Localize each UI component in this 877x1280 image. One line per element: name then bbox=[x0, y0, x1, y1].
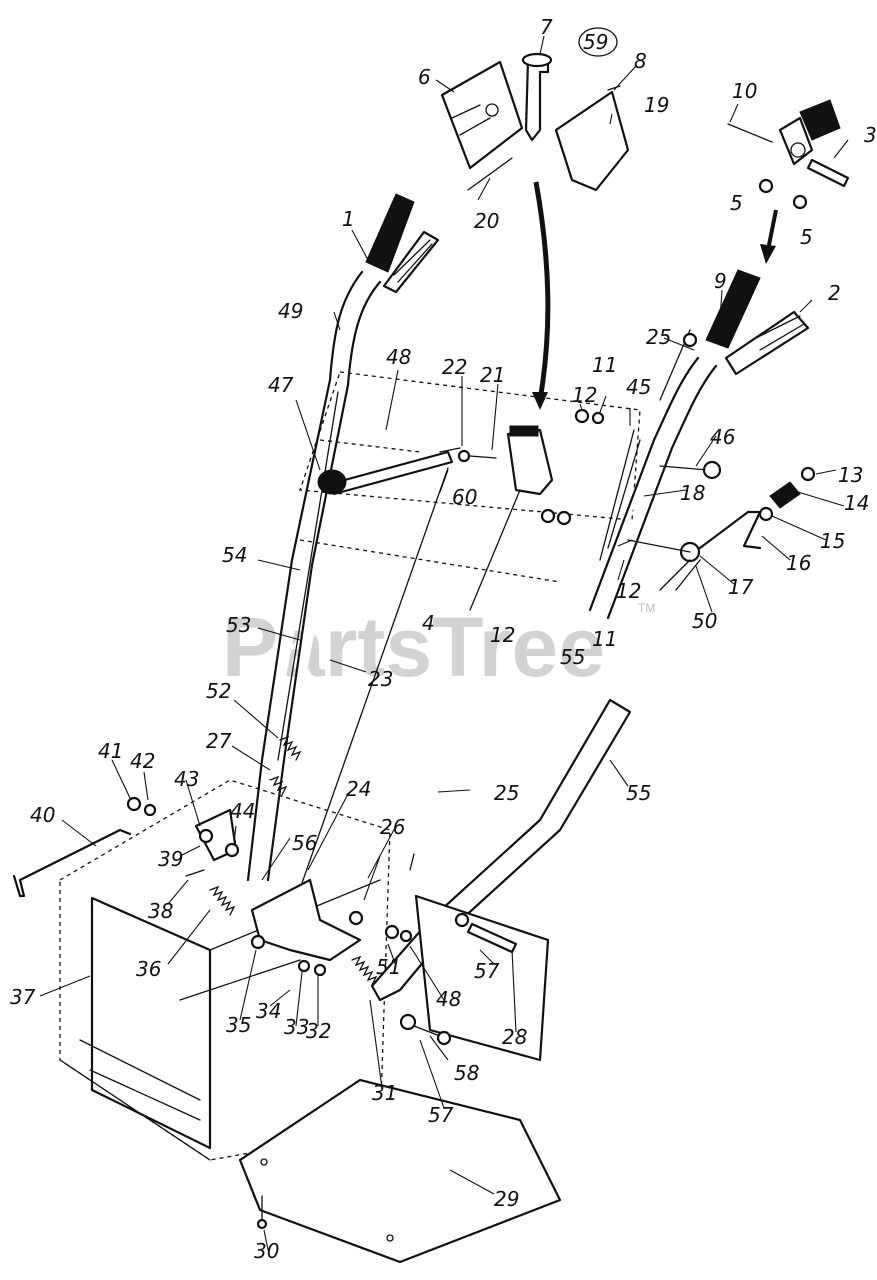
callout-54: 54 bbox=[222, 543, 247, 567]
callout-11a: 11 bbox=[592, 353, 617, 377]
callout-56: 56 bbox=[292, 831, 317, 855]
leader-lines bbox=[39, 35, 849, 1251]
callout-25a: 25 bbox=[646, 325, 671, 349]
callout-8: 8 bbox=[634, 49, 647, 73]
callout-17: 17 bbox=[728, 575, 754, 599]
left-handle bbox=[246, 193, 440, 882]
callout-22: 22 bbox=[442, 355, 467, 379]
rod-23 bbox=[295, 467, 449, 901]
callout-7: 7 bbox=[540, 15, 553, 39]
callout-40: 40 bbox=[30, 803, 55, 827]
callout-31: 31 bbox=[372, 1081, 397, 1105]
callout-50: 50 bbox=[692, 609, 717, 633]
callout-5a: 5 bbox=[730, 191, 743, 215]
rod-45 bbox=[599, 429, 635, 561]
callout-24: 24 bbox=[346, 777, 371, 801]
callout-43: 43 bbox=[174, 767, 199, 791]
shift-lever bbox=[317, 447, 461, 496]
callout-57b: 57 bbox=[428, 1103, 454, 1127]
callout-53: 53 bbox=[226, 613, 251, 637]
callout-15: 15 bbox=[820, 529, 845, 553]
callout-42: 42 bbox=[130, 749, 155, 773]
callout-32: 32 bbox=[306, 1019, 331, 1043]
callout-38: 38 bbox=[148, 899, 173, 923]
callout-29: 29 bbox=[494, 1187, 519, 1211]
callout-26: 26 bbox=[380, 815, 405, 839]
callout-46: 46 bbox=[710, 425, 735, 449]
callout-12b: 12 bbox=[490, 623, 515, 647]
watermark-tm: TM bbox=[638, 601, 655, 615]
callout-49: 49 bbox=[278, 299, 303, 323]
callout-33: 33 bbox=[284, 1015, 309, 1039]
assembly-arrow-left bbox=[533, 181, 551, 401]
callout-45: 45 bbox=[626, 375, 651, 399]
callout-14: 14 bbox=[844, 491, 869, 515]
rod-53 bbox=[277, 391, 339, 761]
callout-20: 20 bbox=[474, 209, 499, 233]
callout-36: 36 bbox=[136, 957, 161, 981]
rod-18 bbox=[607, 439, 641, 549]
right-handle bbox=[588, 269, 810, 620]
callout-55b: 55 bbox=[626, 781, 651, 805]
callout-19: 19 bbox=[644, 93, 669, 117]
callout-60: 60 bbox=[452, 485, 477, 509]
right-hardware bbox=[540, 408, 816, 591]
base-plate-29 bbox=[238, 1078, 562, 1264]
callout-10: 10 bbox=[732, 79, 757, 103]
callout-41: 41 bbox=[98, 739, 123, 763]
callout-39: 39 bbox=[158, 847, 183, 871]
callout-27: 27 bbox=[206, 729, 232, 753]
callout-55a: 55 bbox=[560, 645, 585, 669]
callout-28: 28 bbox=[502, 1025, 527, 1049]
callout-13: 13 bbox=[838, 463, 863, 487]
pivot-bracket bbox=[250, 878, 362, 962]
callout-44: 44 bbox=[230, 799, 255, 823]
control-bracket-assembly bbox=[440, 52, 630, 192]
callout-6: 6 bbox=[418, 65, 431, 89]
callout-58: 58 bbox=[454, 1061, 479, 1085]
callout-51: 51 bbox=[376, 955, 401, 979]
callout-47: 47 bbox=[268, 373, 294, 397]
callout-52: 52 bbox=[206, 679, 231, 703]
callout-48a: 48 bbox=[386, 345, 411, 369]
callout-9: 9 bbox=[714, 269, 727, 293]
ref-number: 59 bbox=[583, 30, 608, 54]
callout-labels: 1 2 4 5 5 6 7 8 9 10 11 11 12 12 12 12 1… bbox=[10, 15, 877, 1263]
latch-assembly bbox=[457, 425, 554, 496]
callout-12a: 12 bbox=[572, 383, 597, 407]
callout-12c: 12 bbox=[616, 579, 641, 603]
assembly-arrow-right bbox=[766, 209, 778, 251]
callout-35: 35 bbox=[226, 1013, 251, 1037]
callout-1: 1 bbox=[342, 207, 355, 231]
rod-4 bbox=[469, 489, 521, 611]
callout-23: 23 bbox=[368, 667, 393, 691]
springs bbox=[209, 735, 415, 986]
callout-18: 18 bbox=[680, 481, 705, 505]
callout-2: 2 bbox=[828, 281, 841, 305]
callout-5b: 5 bbox=[800, 225, 813, 249]
callout-16: 16 bbox=[786, 551, 811, 575]
callout-3: 3 bbox=[864, 123, 877, 147]
cable-clip-assembly bbox=[727, 99, 850, 210]
small-hardware bbox=[126, 796, 518, 1230]
callout-48b: 48 bbox=[436, 987, 461, 1011]
callout-57a: 57 bbox=[474, 959, 500, 983]
callout-37: 37 bbox=[10, 985, 36, 1009]
callout-4: 4 bbox=[422, 611, 435, 635]
callout-34: 34 bbox=[256, 999, 281, 1023]
callout-21: 21 bbox=[480, 363, 505, 387]
callout-30: 30 bbox=[254, 1239, 279, 1263]
callout-25b: 25 bbox=[494, 781, 519, 805]
rod-40 bbox=[12, 828, 132, 898]
callout-11b: 11 bbox=[592, 627, 617, 651]
ref-circle: 59 bbox=[578, 27, 618, 57]
